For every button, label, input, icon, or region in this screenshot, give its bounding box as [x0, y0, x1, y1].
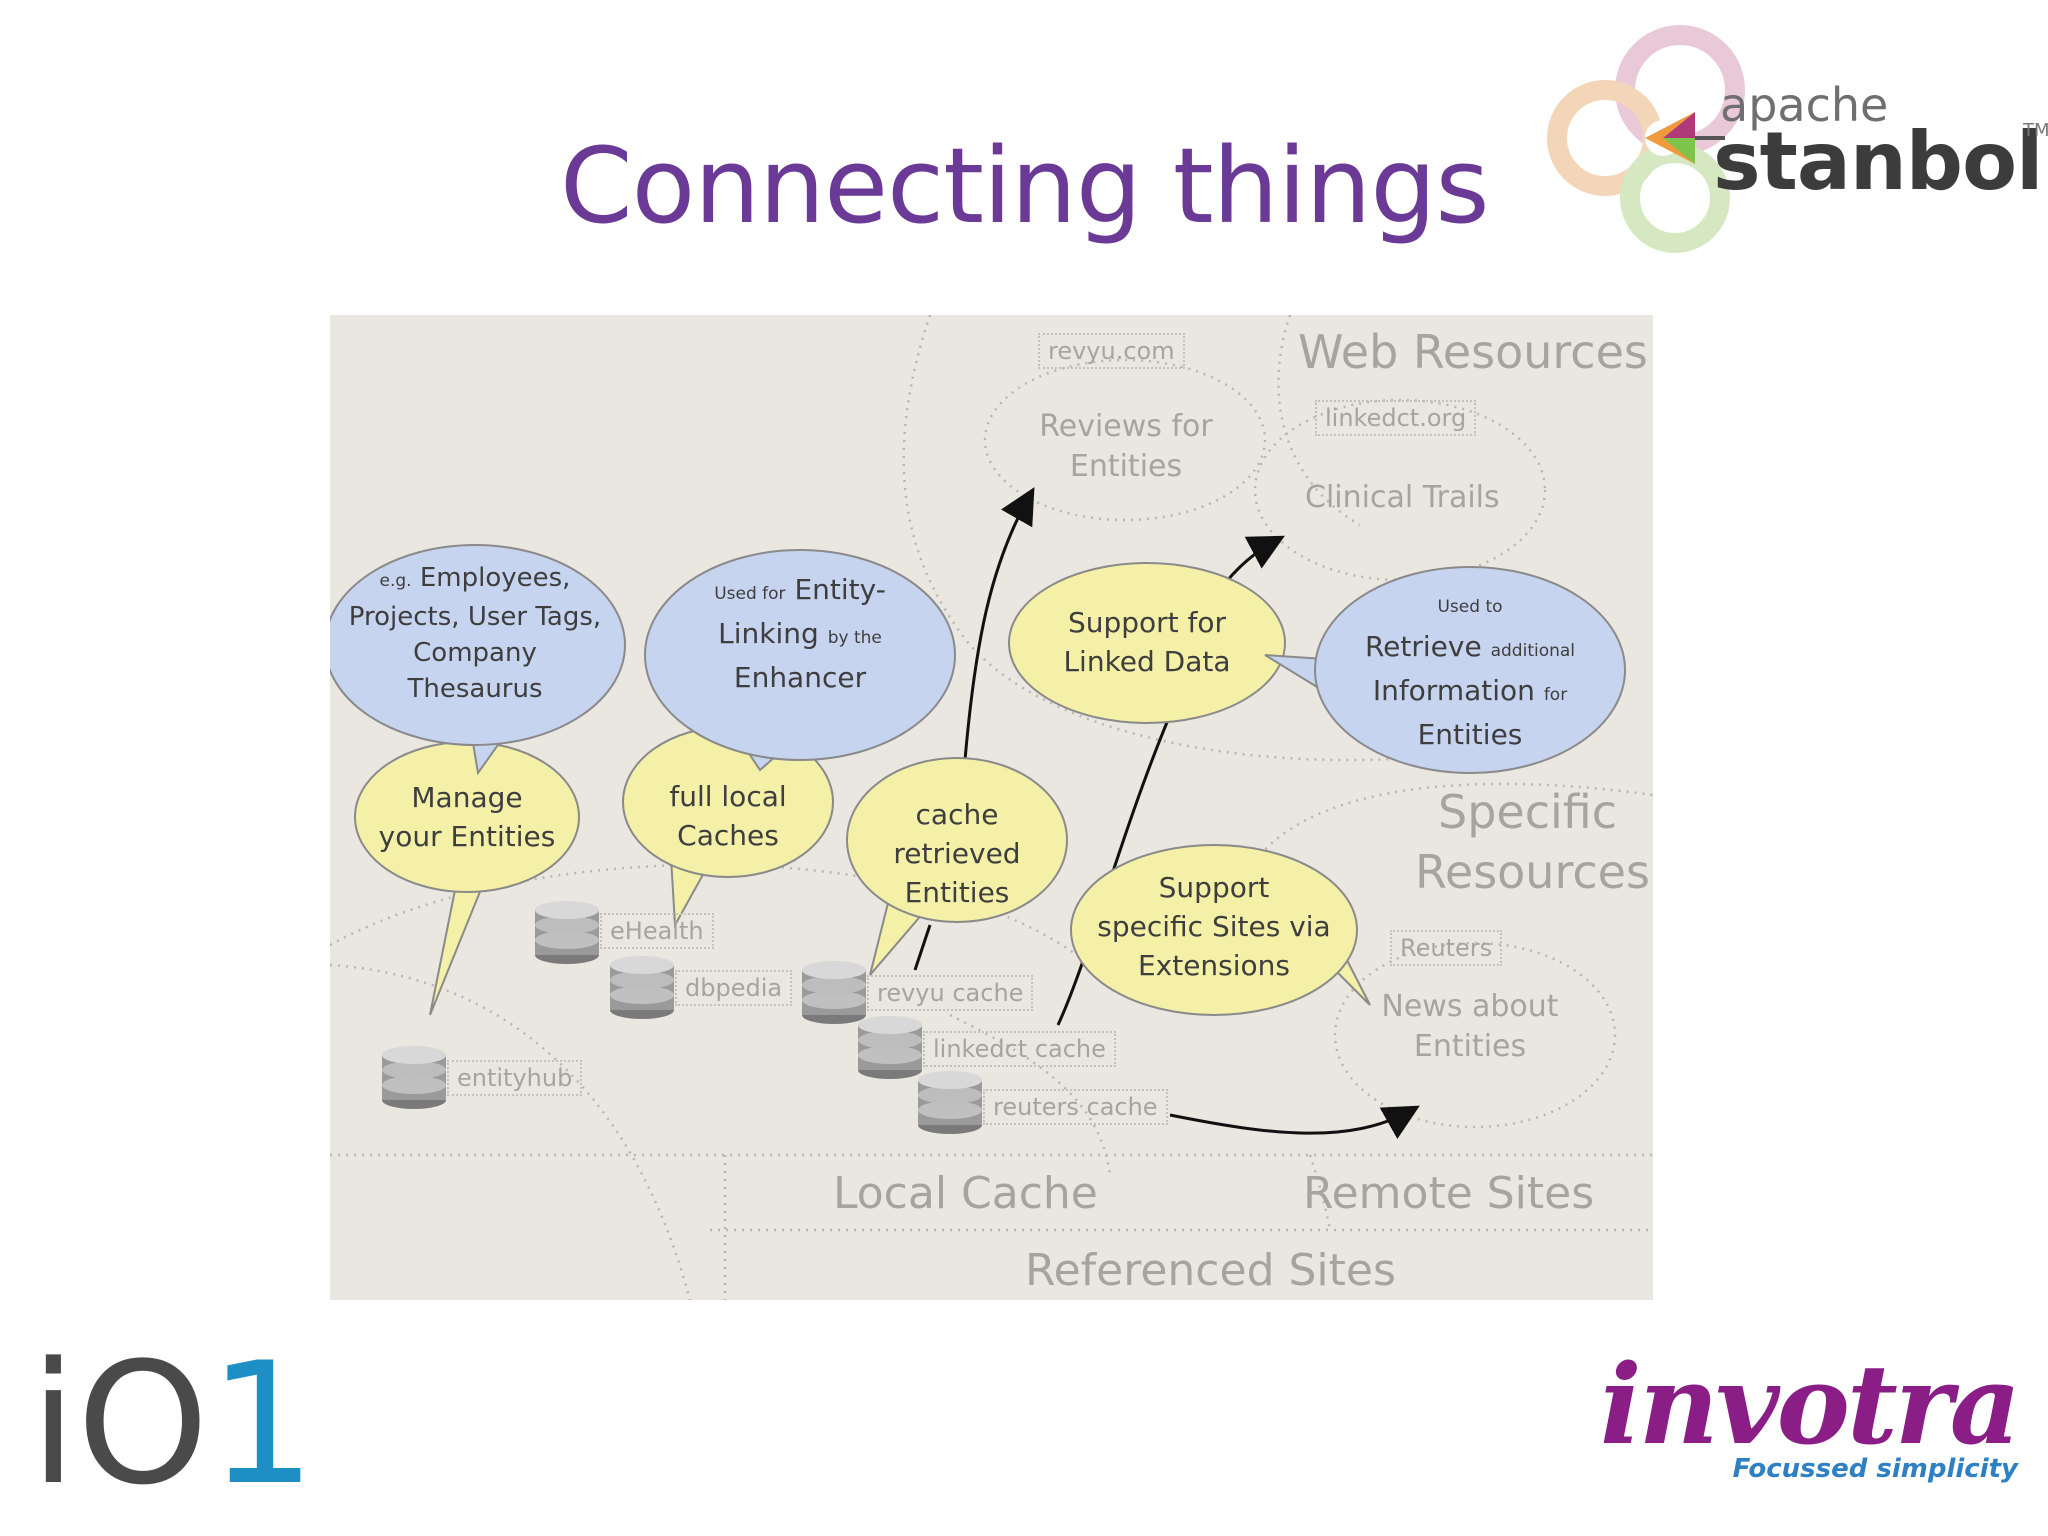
bubble-employees-line4: Thesaurus — [407, 674, 543, 704]
bubble-retrieve-information: Information — [1372, 674, 1535, 707]
database-icon-dbpedia — [610, 956, 674, 1019]
bubble-retrieve-line4: Entities — [1417, 718, 1523, 751]
bubble-linked-data-line1: Support for — [1067, 606, 1227, 639]
bubble-employees: e.g. Employees, Projects, User Tags, Com… — [345, 560, 605, 707]
bubble-employees-word: Employees, — [419, 563, 571, 593]
bubble-employees-line1: e.g. Employees, — [345, 560, 605, 599]
trademark-mark: TM — [2023, 120, 2048, 141]
database-icon-entityhub — [382, 1046, 446, 1109]
bubble-manage-entities: Manage your Entities — [352, 778, 582, 856]
bubble-cache-retrieved: cache retrieved Entities — [857, 795, 1057, 912]
cache-label-dbpedia: dbpedia — [675, 970, 793, 1006]
bubble-entity-linking: Used for Entity- Linking by the Enhancer — [675, 570, 925, 697]
bubble-retrieve-retrieve: Retrieve — [1364, 630, 1482, 663]
io1-logo: iO1 — [30, 1340, 316, 1508]
bubble-retrieve-line3: Information for — [1335, 671, 1605, 715]
cloud-news-line2: Entities — [1413, 1029, 1527, 1064]
cache-label-reuters: reuters cache — [983, 1089, 1168, 1125]
bubble-entity-linking-line3: Enhancer — [733, 661, 867, 694]
bubble-retrieve: Used to Retrieve additional Information … — [1335, 588, 1605, 754]
bubble-employees-line2: Projects, User Tags, — [348, 602, 602, 632]
bubble-employees-eg: e.g. — [379, 571, 412, 591]
database-icon-revyu-cache — [802, 961, 866, 1024]
bubble-cache-retrieved-line1: cache — [915, 798, 999, 831]
invotra-wordmark: invotra — [1599, 1340, 2021, 1469]
site-label-linkedct: linkedct.org — [1315, 400, 1477, 436]
bubble-specific-sites: Support specific Sites via Extensions — [1074, 868, 1354, 985]
cloud-reviews-line1: Reviews for — [1039, 409, 1213, 444]
bubble-entity-linking-used-for: Used for — [714, 584, 786, 604]
bubble-entity-linking-entity: Entity- — [794, 573, 886, 606]
bubble-cache-retrieved-line2: retrieved — [893, 837, 1021, 870]
bubble-full-local-line1: full local — [669, 780, 787, 813]
site-label-reuters: Reuters — [1390, 930, 1503, 966]
bubble-entity-linking-linking: Linking — [718, 617, 819, 650]
region-local-cache: Local Cache — [833, 1168, 1098, 1219]
bubble-retrieve-for: for — [1543, 685, 1568, 705]
io1-logo-io: iO — [30, 1326, 209, 1522]
invotra-tagline: Focussed simplicity — [1732, 1454, 2018, 1484]
database-icons — [382, 901, 982, 1134]
bubble-linked-data: Support for Linked Data — [1022, 603, 1272, 681]
cache-label-ehealth: eHealth — [600, 913, 714, 949]
bubble-retrieve-line2: Retrieve additional — [1335, 627, 1605, 671]
bubble-specific-sites-line3: Extensions — [1137, 949, 1291, 982]
apache-stanbol-logo: apache stanbol TM — [1545, 20, 2048, 260]
bubble-employees-line3: Company — [413, 638, 537, 668]
cloud-news-line1: News about — [1381, 989, 1559, 1024]
region-remote-sites: Remote Sites — [1303, 1168, 1595, 1219]
cloud-reviews-line2: Entities — [1069, 449, 1183, 484]
bubble-manage-line2: your Entities — [378, 820, 556, 853]
region-web-resources: Web Resources — [1298, 325, 1648, 379]
cache-label-entityhub: entityhub — [447, 1060, 583, 1096]
page-title: Connecting things — [560, 125, 1490, 247]
bubble-entity-linking-by-the: by the — [827, 628, 882, 648]
bubble-specific-sites-line1: Support — [1158, 871, 1270, 904]
invotra-logo: invotra Focussed simplicity — [1599, 1340, 2021, 1485]
architecture-diagram: Web Resources Specific Resources Local C… — [330, 315, 1653, 1300]
database-icon-ehealth — [535, 901, 599, 964]
bubble-specific-sites-line2: specific Sites via — [1097, 910, 1331, 943]
cloud-news: News about Entities — [1380, 987, 1560, 1067]
diagram-graphics — [330, 315, 1653, 1300]
cache-label-linkedct: linkedct cache — [923, 1031, 1116, 1067]
database-icon-linkedct-cache — [858, 1016, 922, 1079]
bubble-cache-retrieved-line3: Entities — [904, 876, 1010, 909]
bubble-entity-linking-line2: Linking by the — [675, 614, 925, 658]
bubble-manage-line1: Manage — [411, 781, 523, 814]
stanbol-wordmark: stanbol — [1713, 115, 2043, 208]
bubble-retrieve-line1: Used to — [1437, 597, 1503, 617]
cloud-reviews: Reviews for Entities — [1036, 407, 1216, 487]
cloud-clinical-trails: Clinical Trails — [1305, 480, 1500, 515]
stanbol-apache-text: apache — [1720, 78, 1889, 132]
region-referenced-sites: Referenced Sites — [1025, 1245, 1396, 1296]
io1-logo-one: 1 — [208, 1326, 316, 1522]
bubble-retrieve-additional: additional — [1490, 641, 1576, 661]
stanbol-emblem-icon — [1547, 25, 1745, 253]
bubble-shapes — [330, 544, 1626, 1016]
bubble-linked-data-line2: Linked Data — [1063, 645, 1231, 678]
cache-label-revyu: revyu cache — [867, 975, 1034, 1011]
region-resources: Resources — [1415, 845, 1650, 899]
bubble-entity-linking-line1: Used for Entity- — [675, 570, 925, 614]
database-icon-reuters-cache — [918, 1071, 982, 1134]
bubble-full-local-line2: Caches — [677, 819, 779, 852]
region-boundaries — [330, 315, 1653, 1300]
bubble-full-local-caches: full local Caches — [628, 777, 828, 855]
site-label-revyu: revyu.com — [1038, 333, 1185, 369]
region-specific: Specific — [1438, 785, 1618, 839]
